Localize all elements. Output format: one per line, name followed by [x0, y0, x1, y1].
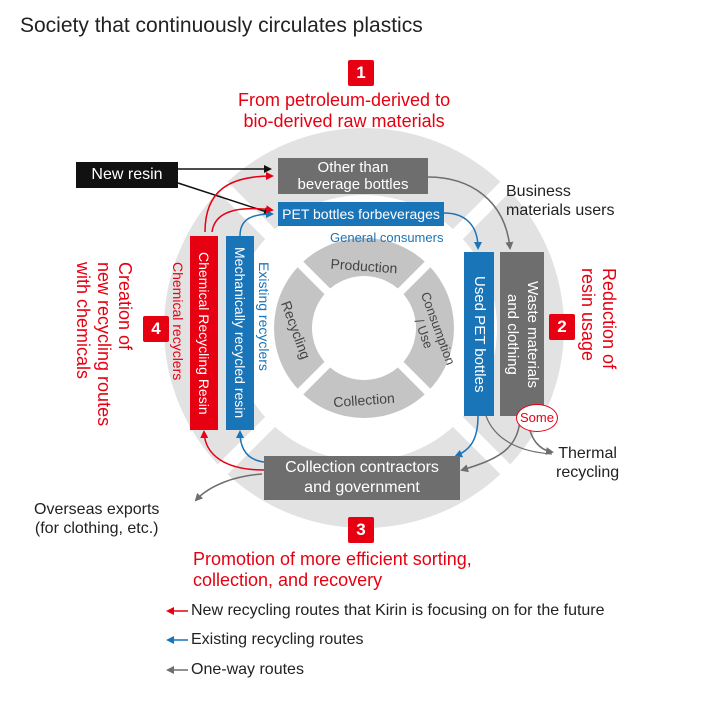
- badge-3: 3: [348, 517, 374, 543]
- overseas-exports-label: Overseas exports (for clothing, etc.): [34, 501, 160, 537]
- goal-2: Reduction of resin usage: [578, 268, 619, 370]
- chemical-recyclers-label: Chemical recyclers: [170, 262, 186, 381]
- new-resin-box: New resin: [76, 162, 178, 188]
- goal-1: From petroleum-derived to bio-derived ra…: [238, 90, 451, 131]
- pet-bottles-box: PET bottles forbeverages: [278, 202, 444, 226]
- chemical-recycling-resin-box: Chemical Recycling Resin: [190, 236, 218, 430]
- thermal-recycling-label: Thermal recycling: [556, 445, 620, 481]
- goal-3: Promotion of more efficient sorting, col…: [193, 549, 472, 590]
- other-than-beverage-bottles-box: Other than beverage bottles: [278, 158, 428, 194]
- collection-contractors-box: Collection contractors and government: [264, 456, 460, 500]
- diagram-title: Society that continuously circulates pla…: [20, 14, 423, 37]
- business-users-label: Business materials users: [506, 183, 615, 219]
- some-badge: Some: [516, 404, 558, 432]
- legend-gray: One-way routes: [191, 661, 304, 678]
- used-pet-bottles-box: Used PET bottles: [464, 252, 494, 416]
- legend-blue: Existing recycling routes: [191, 631, 364, 648]
- waste-materials-box: Waste materials and clothing: [500, 252, 544, 416]
- legend-red: New recycling routes that Kirin is focus…: [191, 602, 605, 619]
- mechanically-recycled-resin-box: Mechanically recycled resin: [226, 236, 254, 430]
- existing-recyclers-label: Existing recyclers: [256, 262, 272, 371]
- goal-4: Creation of new recycling routes with ch…: [73, 262, 135, 427]
- badge-1: 1: [348, 60, 374, 86]
- general-consumers-label: General consumers: [330, 230, 444, 245]
- badge-2: 2: [549, 314, 575, 340]
- badge-4: 4: [143, 316, 169, 342]
